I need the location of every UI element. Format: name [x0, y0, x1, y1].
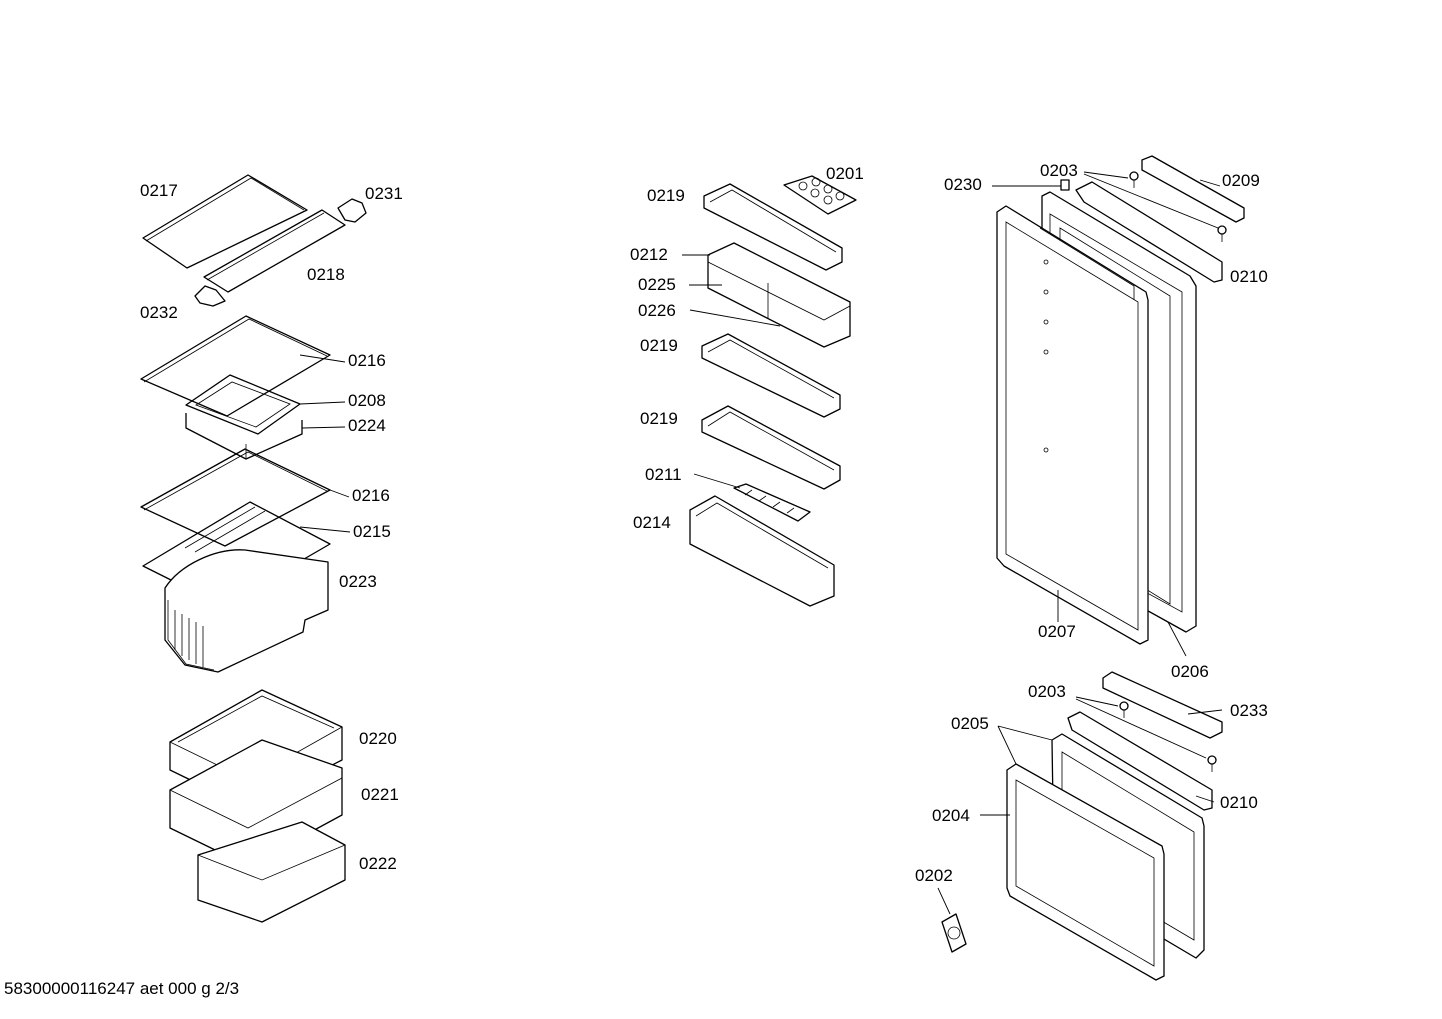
- label-0201: 0201: [826, 164, 864, 183]
- leader-0203b-1: [1075, 696, 1119, 707]
- part-0233-handle-lower: [1102, 671, 1223, 739]
- leader-0203a-1: [1083, 171, 1129, 179]
- label-0232: 0232: [140, 303, 178, 322]
- part-0219-door-shelf-3: [701, 405, 841, 490]
- part-0217-glass-shelf: [142, 174, 308, 269]
- label-0206: 0206: [1171, 662, 1209, 681]
- label-0207: 0207: [1038, 622, 1076, 641]
- leader-0216b: [329, 489, 350, 498]
- label-0215: 0215: [353, 522, 391, 541]
- label-0209: 0209: [1222, 171, 1260, 190]
- part-0211-bottle-rack: [733, 483, 811, 522]
- label-0225: 0225: [638, 275, 676, 294]
- drawing-reference-footer: 58300000116247 aet 000 g 2/3: [4, 979, 240, 998]
- part-0210-hinge-lower: [1067, 711, 1213, 811]
- label-0219-3: 0219: [640, 409, 678, 428]
- leader-0202: [937, 887, 951, 915]
- part-0214-bottle-bin: [689, 495, 835, 607]
- part-0210-hinge-upper: [1075, 181, 1223, 283]
- part-0201-egg-tray: [783, 175, 857, 215]
- part-0207-fridge-door-gasket: [996, 205, 1149, 645]
- label-0211: 0211: [645, 465, 682, 484]
- leader-0205-2: [997, 725, 1017, 765]
- leader-0233: [1187, 709, 1223, 715]
- leader-0205-1: [997, 725, 1053, 741]
- part-0231-shelf-clip: [337, 198, 367, 223]
- label-0218: 0218: [307, 265, 345, 284]
- label-0233: 0233: [1230, 701, 1268, 720]
- label-0220: 0220: [359, 729, 397, 748]
- part-0222-freezer-drawer-bottom: [197, 821, 346, 923]
- part-0224-chill-tray: [185, 413, 303, 460]
- label-0224: 0224: [348, 416, 386, 435]
- label-0214: 0214: [633, 513, 671, 532]
- label-0216-lower: 0216: [352, 486, 390, 505]
- label-0204: 0204: [932, 806, 970, 825]
- part-0209-handle-upper: [1141, 155, 1245, 223]
- label-0216-upper: 0216: [348, 351, 386, 370]
- label-0212: 0212: [630, 245, 668, 264]
- leader-0215: [299, 526, 351, 533]
- leader-0226: [689, 309, 781, 327]
- leader-0211: [693, 473, 741, 489]
- part-0218-shelf-strip: [203, 209, 346, 293]
- leader-0210b: [1195, 795, 1215, 803]
- part-0219-door-shelf-1: [703, 183, 843, 271]
- part-0203-screws-upper: [1129, 171, 1227, 242]
- label-0205: 0205: [951, 714, 989, 733]
- part-0208-chill-tray-frame: [185, 374, 301, 435]
- leader-0209: [1199, 179, 1221, 187]
- label-0219-2: 0219: [640, 336, 678, 355]
- label-0223: 0223: [339, 572, 377, 591]
- part-0204-freezer-door-gasket: [1006, 763, 1165, 981]
- label-0230: 0230: [944, 175, 982, 194]
- label-0221: 0221: [361, 785, 399, 804]
- label-0217: 0217: [140, 181, 178, 200]
- part-0203-screws-lower: [1119, 701, 1217, 772]
- label-0208: 0208: [348, 391, 386, 410]
- label-0231: 0231: [365, 184, 403, 203]
- leader-0206: [1167, 621, 1187, 657]
- label-0203-lower: 0203: [1028, 682, 1066, 701]
- part-0202-thermostat-knob: [941, 913, 967, 953]
- part-0219-door-shelf-2: [701, 333, 841, 418]
- part-0230-clip: [1060, 179, 1070, 191]
- part-0232-shelf-clip: [194, 285, 226, 307]
- label-0222: 0222: [359, 854, 397, 873]
- label-0226: 0226: [638, 301, 676, 320]
- label-0210-upper: 0210: [1230, 267, 1268, 286]
- part-0212-door-bin-covered: [707, 242, 851, 348]
- label-0202: 0202: [915, 866, 953, 885]
- leader-0208: [299, 401, 346, 405]
- leader-0203a-2: [1083, 173, 1219, 229]
- leader-0203b-2: [1075, 698, 1207, 759]
- part-0216-glass-shelf-lower: [140, 448, 331, 547]
- part-0216-glass-shelf-upper: [140, 315, 331, 417]
- label-0210-lower: 0210: [1220, 793, 1258, 812]
- leader-0216a: [299, 354, 346, 363]
- label-0203-upper: 0203: [1040, 161, 1078, 180]
- label-0219-1: 0219: [647, 186, 685, 205]
- leader-0224: [301, 426, 346, 429]
- part-0223-crisper-drawer: [164, 549, 329, 673]
